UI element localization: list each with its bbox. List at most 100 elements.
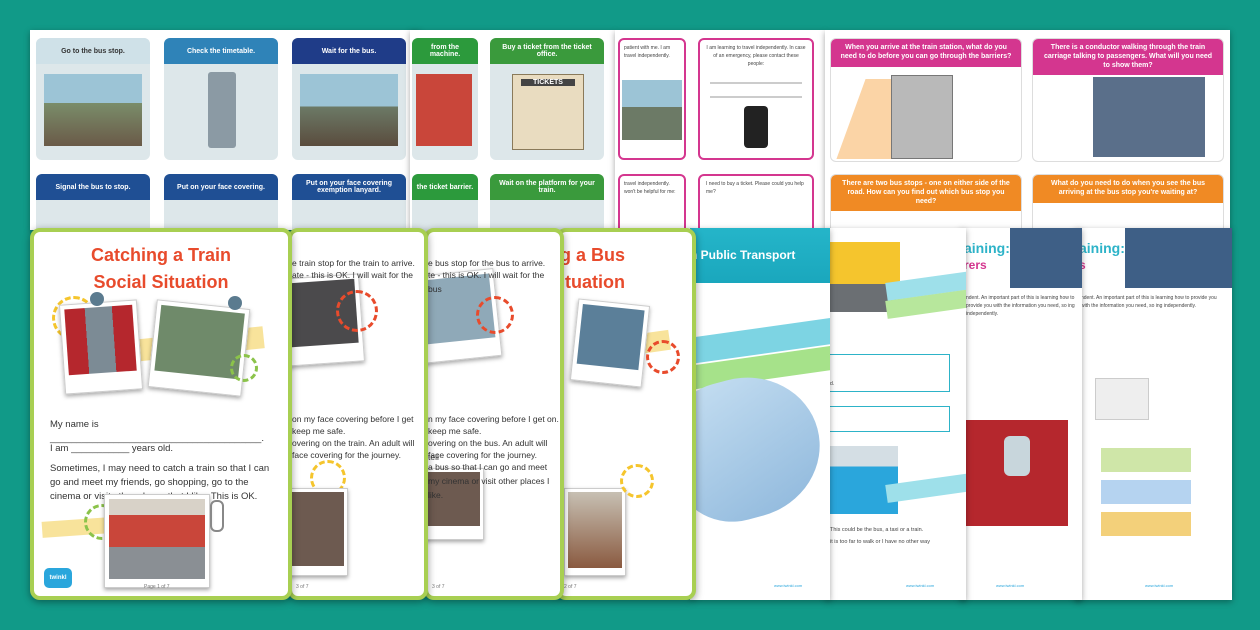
training-title: aining: [1079, 240, 1125, 256]
bus-social-story-cover: g a Bus ituation 2 of 7 [556, 228, 696, 600]
dashed-circle [646, 340, 680, 374]
card-face-covering: Put on your face covering. [164, 174, 278, 234]
train-platform-photo [104, 494, 210, 588]
info-sheet: d. This could be the bus, a taxi or a tr… [826, 228, 966, 600]
story-line-6: face covering for the journey. [292, 450, 401, 460]
pin-icon [90, 292, 104, 306]
public-transport-cover: n Public Transport www.twinkl.com [690, 228, 830, 600]
age-line: I am ___________ years old. [50, 443, 174, 454]
story-line-3: n my face covering before I get on. [428, 414, 559, 424]
tickets-sign: TICKETS [521, 79, 575, 86]
name-line: My name is _____________________________… [50, 419, 264, 444]
card-label: Wait for the bus. [292, 38, 406, 64]
story-line-2: te - this is OK. I will wait for the bus [428, 270, 545, 294]
photo-image [428, 472, 480, 526]
image-grid [1101, 512, 1191, 536]
page-number: 3 of 7 [296, 584, 309, 590]
train-carriage-image [1093, 77, 1205, 157]
write-line [710, 82, 802, 84]
story-line-6: face covering for the journey. [428, 450, 537, 460]
story-para: a bus so that I can go and meet my cinem… [428, 462, 550, 500]
dashed-circle [230, 354, 258, 382]
footer-url: www.twinkl.com [996, 583, 1025, 588]
bus-stop-image [44, 74, 142, 146]
train-window [1004, 436, 1030, 476]
cover-title: n Public Transport [690, 248, 796, 262]
info-line-2: This could be the bus, a taxi or a train… [830, 527, 924, 533]
phone-icon [744, 106, 768, 148]
card-ticket-office: Buy a ticket from the ticket office. TIC… [490, 38, 604, 160]
twinkl-logo: twinkl [44, 568, 72, 588]
story-title: Catching a Train Social Situation [34, 242, 288, 296]
page-number: 3 of 7 [432, 584, 445, 590]
training-title: aining: [964, 240, 1010, 256]
timetable-image [208, 72, 236, 148]
dashed-circle [336, 290, 378, 332]
answer-box [826, 354, 950, 392]
question-text: When you arrive at the train station, wh… [831, 39, 1021, 67]
train-door-image [960, 420, 1068, 526]
dashed-circle [476, 296, 514, 334]
card-go-to-bus-stop: Go to the bus stop. [36, 38, 150, 160]
title-line-1: Catching a Train [90, 245, 232, 265]
pin-icon [228, 296, 242, 310]
answer-box [826, 406, 950, 432]
pink-card-text: travel independently. won't be helpful f… [624, 181, 676, 195]
training-subtitle: rers [964, 258, 987, 272]
card-label: Put on your face covering exemption lany… [292, 174, 406, 200]
story-title: g a Bus ituation [560, 245, 626, 292]
photo-image [109, 499, 205, 579]
cover-header [690, 228, 830, 283]
card-signal-bus: Signal the bus to stop. [36, 174, 150, 234]
photo-image [64, 304, 137, 376]
card-exemption-lanyard: Put on your face covering exemption lany… [292, 174, 406, 234]
pink-card-text: I am learning to travel independently. I… [706, 45, 806, 67]
pink-card-bottom-right: I need to buy a ticket. Please could you… [698, 174, 814, 234]
bus-photo [569, 298, 651, 388]
waiting-image [300, 74, 398, 146]
mask-photo [428, 468, 484, 540]
story-line-1: e bus stop for the bus to arrive. [428, 258, 546, 268]
page-number: Page 1 of 7 [144, 584, 170, 590]
question-card-conductor: There is a conductor walking through the… [1032, 38, 1224, 162]
image-grid [1095, 378, 1149, 420]
card-ticket-machine: from the machine. [412, 38, 478, 160]
story-line-5: overing on the bus. An adult will tell [428, 438, 548, 462]
question-card-barriers: When you arrive at the train station, wh… [830, 38, 1022, 162]
photo-image [292, 492, 344, 566]
face-mask-image [690, 360, 830, 536]
pink-card-text: I need to buy a ticket. Please could you… [706, 181, 804, 195]
train-social-story-cover: Catching a Train Social Situation My nam… [30, 228, 292, 600]
training-page-1: aining: rers ndent. An important part of… [960, 228, 1082, 600]
pink-card-top-right: I am learning to travel independently. I… [698, 38, 814, 160]
footer-url: www.twinkl.com [774, 583, 803, 588]
ticket-barrier-image [891, 75, 953, 159]
write-line [710, 96, 802, 98]
training-subtitle: s [1079, 258, 1086, 272]
question-card-bus-arriving: What do you need to do when you see the … [1032, 174, 1224, 236]
question-text: What do you need to do when you see the … [1033, 175, 1223, 203]
passengers-photo [147, 299, 251, 397]
mask-photo [292, 488, 348, 576]
card-label: Check the timetable. [164, 38, 278, 64]
story-line-4: keep me safe. [428, 426, 482, 436]
card-wait-for-bus: Wait for the bus. [292, 38, 406, 160]
training-text: ndent. An important part of this is lear… [1081, 295, 1217, 309]
card-label: from the machine. [412, 38, 478, 64]
card-label: Buy a ticket from the ticket office. [490, 38, 604, 64]
bus-social-story-page: e bus stop for the bus to arrive. te - t… [424, 228, 564, 600]
pink-card-bottom-left: travel independently. won't be helpful f… [618, 174, 686, 234]
training-text: ndent. An important part of this is lear… [966, 295, 1075, 317]
image-grid [1101, 480, 1191, 504]
image-grid [1101, 448, 1191, 472]
page-number: 2 of 7 [564, 584, 577, 590]
card-label: Signal the bus to stop. [36, 174, 150, 200]
title-line-2: Social Situation [93, 272, 229, 292]
story-line-1: e train stop for the train to arrive. [292, 258, 415, 268]
footer-url: www.twinkl.com [1145, 583, 1174, 588]
pink-card-text: patient with me. I am travel independent… [624, 45, 671, 59]
train-door-photo [58, 299, 144, 395]
station-photo [564, 488, 626, 576]
photo-image [576, 303, 645, 371]
